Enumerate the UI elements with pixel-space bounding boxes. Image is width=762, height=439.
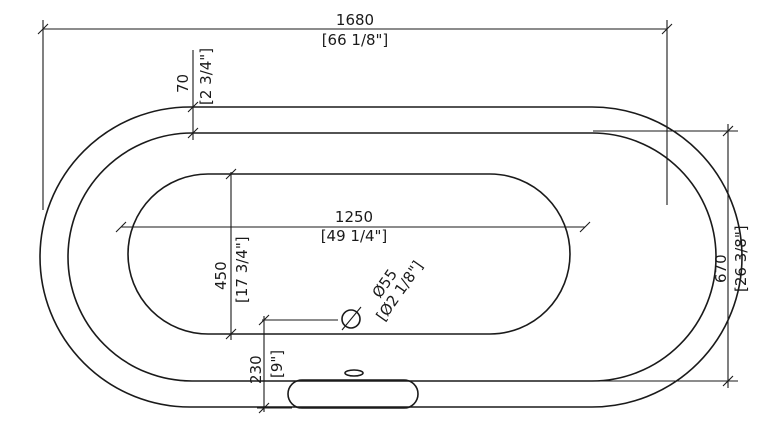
overall-length-inches: [66 1/8"]: [322, 31, 389, 49]
overall-width-dimension: 670 [26 3/8"]: [593, 124, 750, 388]
basin-outline: [127, 173, 571, 335]
tub-outer-outline: [39, 106, 743, 408]
drain-offset-inches: [9"]: [268, 350, 286, 378]
tub-rim-inner-outline: [67, 132, 717, 382]
drain-offset-dimension: 230 [9"]: [247, 314, 338, 414]
basin-width-dimension: 450 [17 3/4"]: [212, 168, 251, 340]
drain-icon: [341, 306, 362, 331]
overflow-slot: [344, 369, 364, 377]
basin-width-mm: 450: [212, 261, 230, 290]
overall-width-inches: [26 3/8"]: [732, 225, 750, 292]
rim-width-dimension: 70 [2 3/4"]: [174, 48, 215, 140]
basin-length-dimension: 1250 [49 1/4"]: [115, 208, 591, 245]
overflow-handle: [287, 379, 419, 409]
drain-diameter-callout: Ø55 [Ø2 1/8"]: [369, 258, 427, 325]
overall-length-dimension: 1680 [66 1/8"]: [37, 11, 673, 210]
basin-length-mm: 1250: [335, 208, 373, 226]
rim-width-inches: [2 3/4"]: [197, 48, 215, 105]
overall-length-mm: 1680: [336, 11, 374, 29]
basin-width-inches: [17 3/4"]: [233, 236, 251, 303]
overall-width-mm: 670: [712, 254, 730, 283]
basin-length-inches: [49 1/4"]: [321, 227, 388, 245]
rim-width-mm: 70: [174, 74, 192, 93]
drain-offset-mm: 230: [247, 355, 265, 384]
